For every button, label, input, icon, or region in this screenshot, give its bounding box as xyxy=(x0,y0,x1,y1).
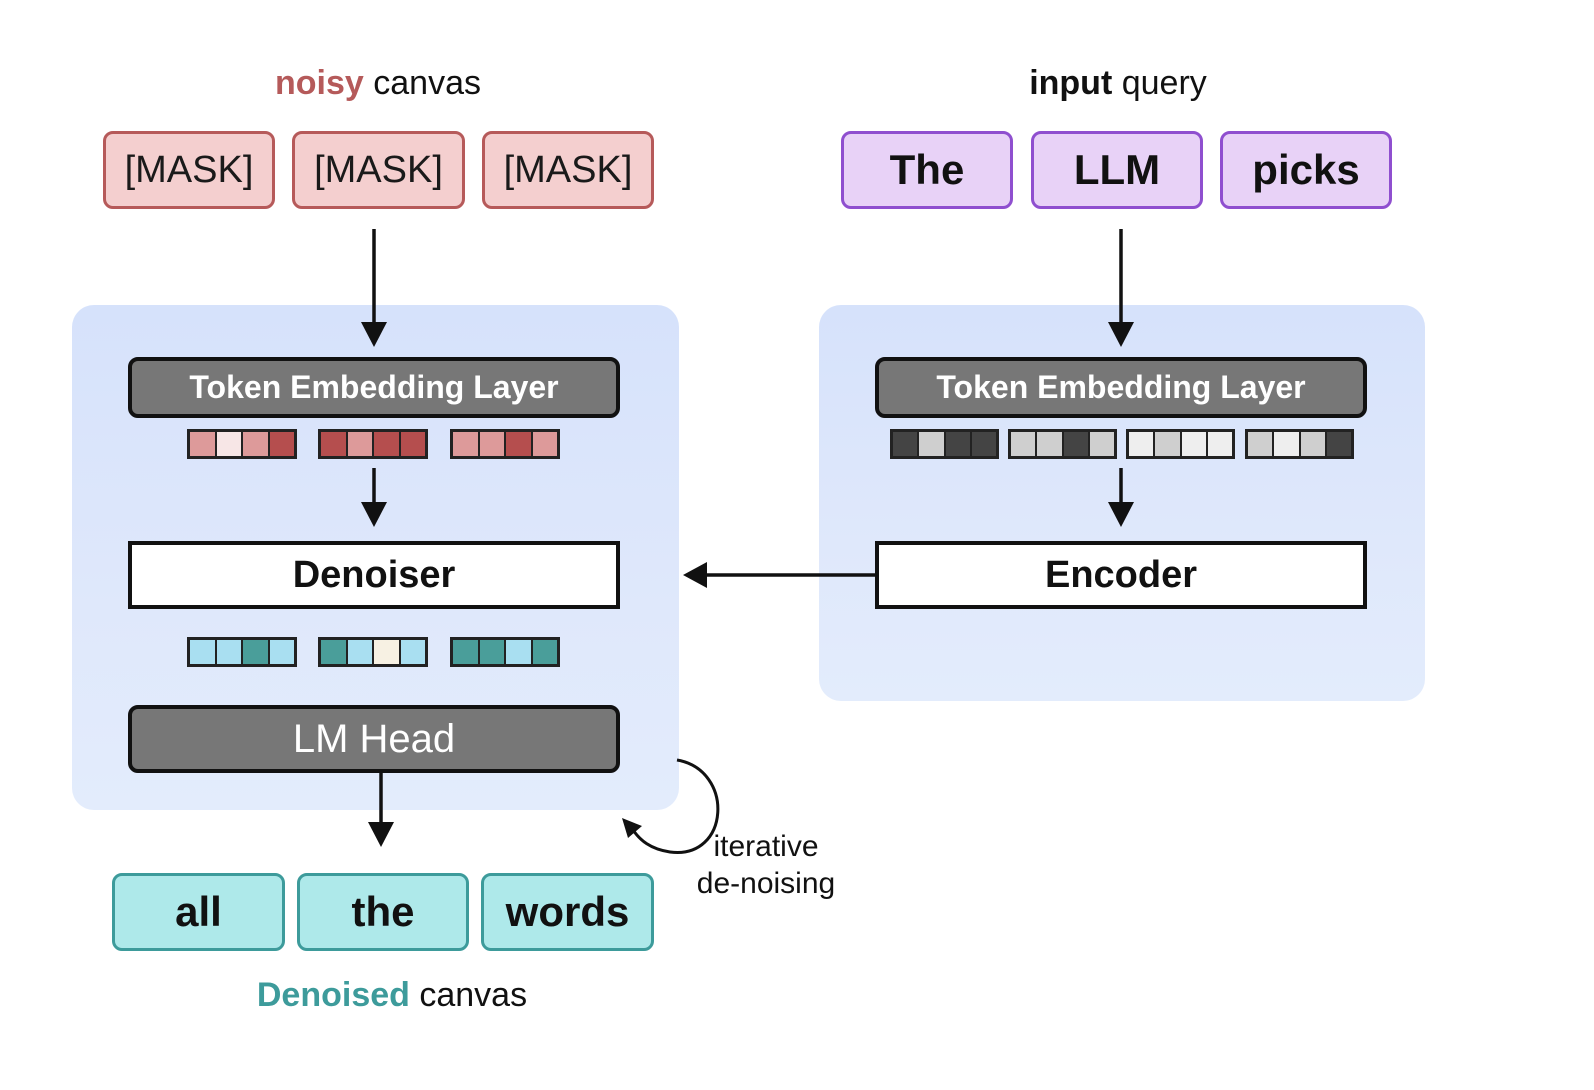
vector-cell xyxy=(400,640,425,664)
arrow-embedding-to-encoder xyxy=(1108,468,1134,527)
denoised-canvas-title-rest: canvas xyxy=(409,976,528,1014)
noisy-canvas-title-strong: noisy xyxy=(275,64,364,102)
query-embedding-vector-3 xyxy=(1126,429,1235,459)
vector-cell xyxy=(243,432,270,456)
input-query-title-rest: query xyxy=(1112,64,1207,102)
vector-cell xyxy=(269,640,294,664)
vector-cell xyxy=(479,640,506,664)
vector-cell xyxy=(1063,432,1090,456)
vector-cell xyxy=(347,640,374,664)
vector-cell xyxy=(374,432,401,456)
vector-cell xyxy=(216,640,243,664)
input-query-title: input query xyxy=(968,64,1268,103)
output-token-3: words xyxy=(481,873,654,951)
vector-cell xyxy=(1037,432,1064,456)
iterative-denoising-label: iterative de-noising xyxy=(690,828,842,902)
vector-cell xyxy=(1248,432,1275,456)
mask-embedding-vector-2 xyxy=(318,429,428,459)
query-embedding-vector-2 xyxy=(1008,429,1117,459)
arrow-embedding-to-denoiser xyxy=(361,468,387,527)
input-query-title-strong: input xyxy=(1029,64,1113,102)
vector-cell xyxy=(506,432,533,456)
vector-cell xyxy=(453,640,480,664)
vector-cell xyxy=(243,640,270,664)
vector-cell xyxy=(945,432,972,456)
vector-cell xyxy=(321,432,348,456)
decoder-token-embedding-layer: Token Embedding Layer xyxy=(128,357,620,418)
vector-cell xyxy=(347,432,374,456)
denoised-canvas-title: Denoised canvas xyxy=(222,976,562,1015)
denoised-vector-3 xyxy=(450,637,560,667)
iterative-label-line2: de-noising xyxy=(696,867,836,900)
vector-cell xyxy=(190,432,217,456)
vector-cell xyxy=(506,640,533,664)
vector-cell xyxy=(532,432,557,456)
vector-cell xyxy=(1089,432,1114,456)
arrow-lmhead-to-output xyxy=(368,773,394,847)
vector-cell xyxy=(321,640,348,664)
vector-cell xyxy=(374,640,401,664)
arrow-query-to-embedding xyxy=(1108,229,1134,347)
vector-cell xyxy=(1326,432,1351,456)
vector-cell xyxy=(479,432,506,456)
denoiser-block: Denoiser xyxy=(128,541,620,609)
mask-embedding-vector-1 xyxy=(187,429,297,459)
lm-head-layer: LM Head xyxy=(128,705,620,773)
iterative-label-line1: iterative xyxy=(713,830,819,863)
vector-cell xyxy=(269,432,294,456)
vector-cell xyxy=(1011,432,1038,456)
denoised-canvas-title-strong: Denoised xyxy=(256,976,410,1014)
vector-cell xyxy=(1181,432,1208,456)
vector-cell xyxy=(1129,432,1156,456)
mask-token-2: [MASK] xyxy=(292,131,465,209)
denoised-vector-1 xyxy=(187,637,297,667)
query-token-3: picks xyxy=(1220,131,1392,209)
output-token-2: the xyxy=(297,873,469,951)
arrow-encoder-to-denoiser xyxy=(683,562,875,588)
vector-cell xyxy=(400,432,425,456)
query-embedding-vector-4 xyxy=(1245,429,1354,459)
encoder-token-embedding-layer: Token Embedding Layer xyxy=(875,357,1367,418)
noisy-canvas-title-rest: canvas xyxy=(363,64,481,102)
arrow-mask-to-embedding xyxy=(361,229,387,347)
mask-token-3: [MASK] xyxy=(482,131,654,209)
vector-cell xyxy=(893,432,920,456)
vector-cell xyxy=(453,432,480,456)
mask-embedding-vector-3 xyxy=(450,429,560,459)
vector-cell xyxy=(532,640,557,664)
vector-cell xyxy=(1300,432,1327,456)
iterative-loop-arrow xyxy=(622,758,720,854)
vector-cell xyxy=(1274,432,1301,456)
vector-cell xyxy=(190,640,217,664)
vector-cell xyxy=(919,432,946,456)
query-token-2: LLM xyxy=(1031,131,1203,209)
mask-token-1: [MASK] xyxy=(103,131,275,209)
noisy-canvas-title: noisy canvas xyxy=(228,64,528,103)
denoised-vector-2 xyxy=(318,637,428,667)
encoder-block: Encoder xyxy=(875,541,1367,609)
output-token-1: all xyxy=(112,873,285,951)
vector-cell xyxy=(1207,432,1232,456)
vector-cell xyxy=(1155,432,1182,456)
query-embedding-vector-1 xyxy=(890,429,999,459)
vector-cell xyxy=(216,432,243,456)
vector-cell xyxy=(971,432,996,456)
query-token-1: The xyxy=(841,131,1013,209)
